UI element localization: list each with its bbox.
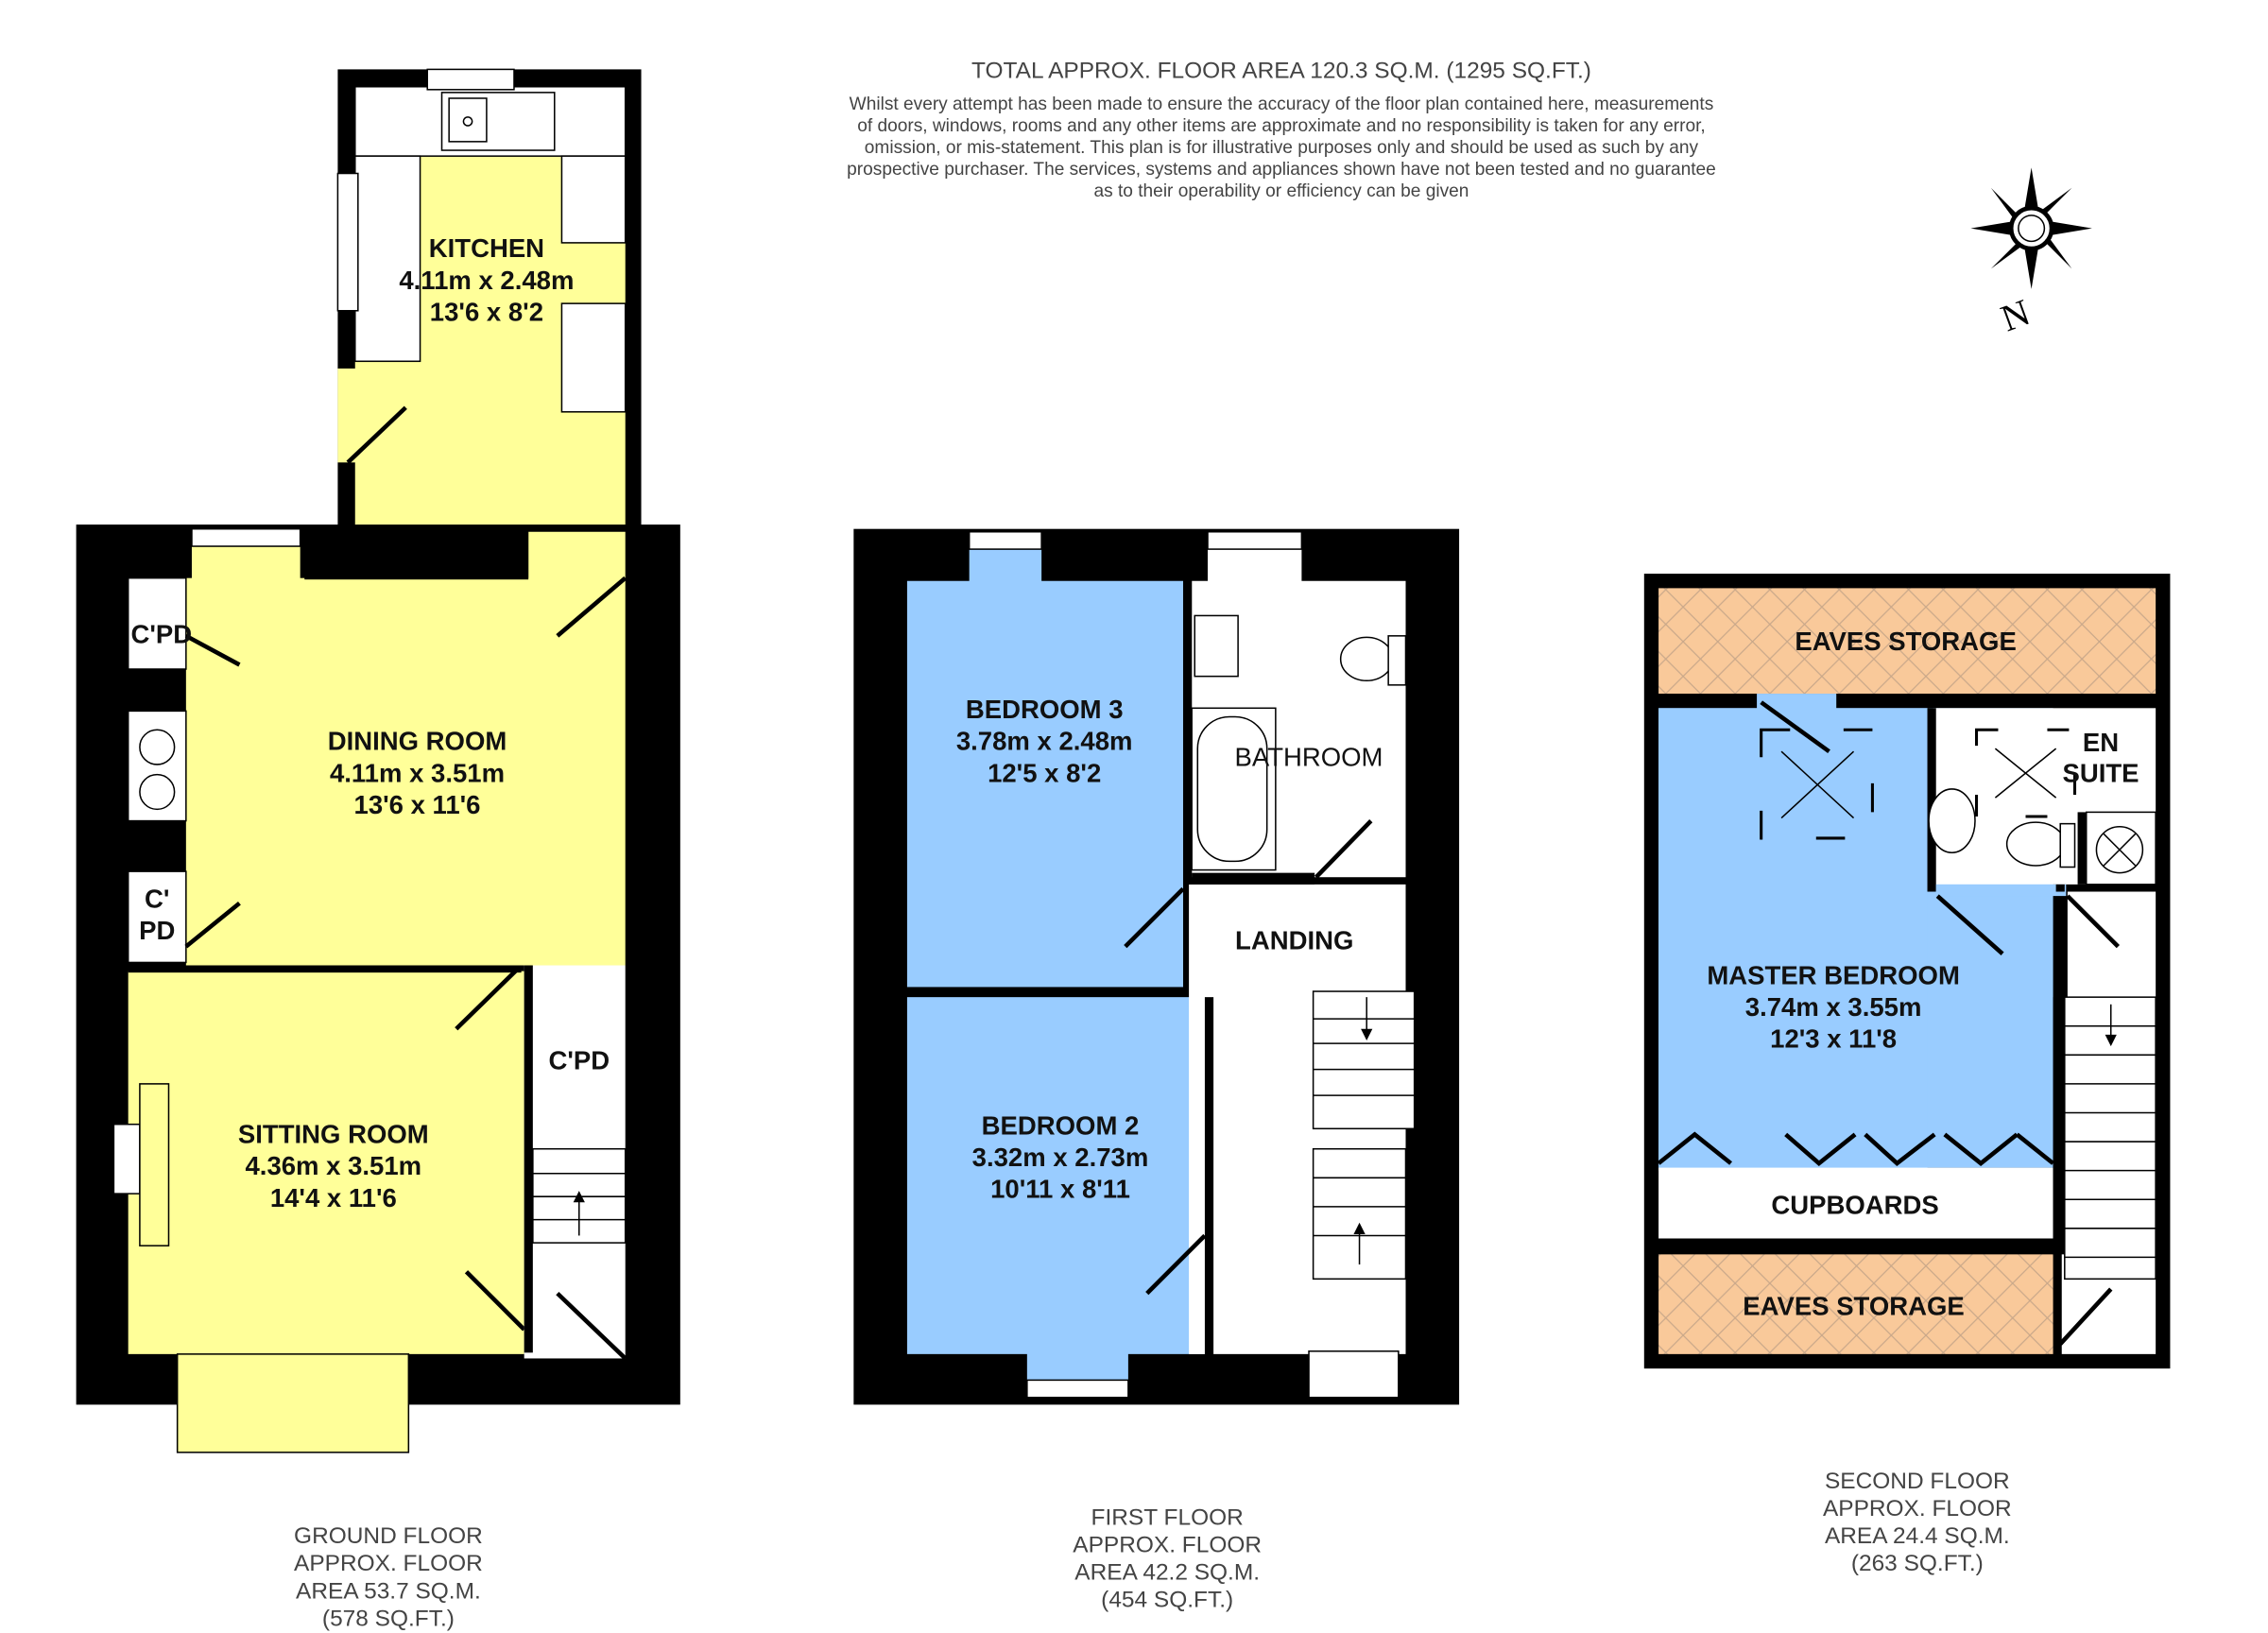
cupboard-doors-icon (1657, 1131, 2055, 1166)
bedroom-2-area (906, 997, 1205, 1354)
skylight-icon (1974, 728, 2077, 818)
stairs-icon (532, 1147, 627, 1244)
disclaimer-line: of doors, windows, rooms and any other i… (857, 116, 1706, 136)
stairs-icon (2064, 996, 2156, 1281)
sink-icon (440, 92, 556, 151)
disclaimer-line: omission, or mis-statement. This plan is… (865, 138, 1699, 158)
basin-icon (1194, 614, 1239, 678)
total-area-title: TOTAL APPROX. FLOOR AREA 120.3 SQ.M. (12… (971, 59, 1591, 84)
dining-room-area (185, 577, 626, 966)
toilet-icon (1339, 635, 1407, 686)
cupboard-label: C'PD (131, 619, 193, 648)
hob-icon (139, 729, 176, 811)
cupboards-area (1658, 1167, 2053, 1239)
header: TOTAL APPROX. FLOOR AREA 120.3 SQ.M. (12… (847, 59, 1716, 201)
landing-label: LANDING (1235, 926, 1353, 955)
bathtub-icon (1191, 707, 1277, 871)
eaves-storage-bottom (1658, 1254, 2053, 1354)
disclaimer-line: as to their operability or efficiency ca… (1094, 181, 1469, 201)
disclaimer-line: prospective purchaser. The services, sys… (847, 160, 1716, 180)
extractor-fan-icon (2095, 825, 2144, 874)
eaves-storage-label: EAVES STORAGE (1795, 627, 2016, 656)
eaves-storage-label: EAVES STORAGE (1743, 1292, 1964, 1321)
second-floor-plan: EAVES STORAGE EAVES STORAGE MASTER BEDRO… (1643, 574, 2171, 1576)
eaves-storage-top (1658, 588, 2156, 695)
sitting-room-area (128, 971, 524, 1354)
basin-icon (1928, 788, 1976, 853)
cupboard-label: C'PD (139, 884, 175, 945)
compass-north-label: N (1996, 291, 2036, 339)
compass-rose-icon: N (1970, 167, 2092, 340)
bathroom-label: BATHROOM (1235, 742, 1383, 771)
disclaimer-line: Whilst every attempt has been made to en… (850, 95, 1714, 114)
bedroom-3-area (906, 580, 1183, 988)
cupboard-label: C'PD (548, 1046, 610, 1075)
cupboards-label: CUPBOARDS (1771, 1191, 1938, 1220)
skylight-icon (1760, 728, 1874, 840)
stairs-icon (1312, 990, 1416, 1281)
toilet-icon (2005, 821, 2076, 868)
